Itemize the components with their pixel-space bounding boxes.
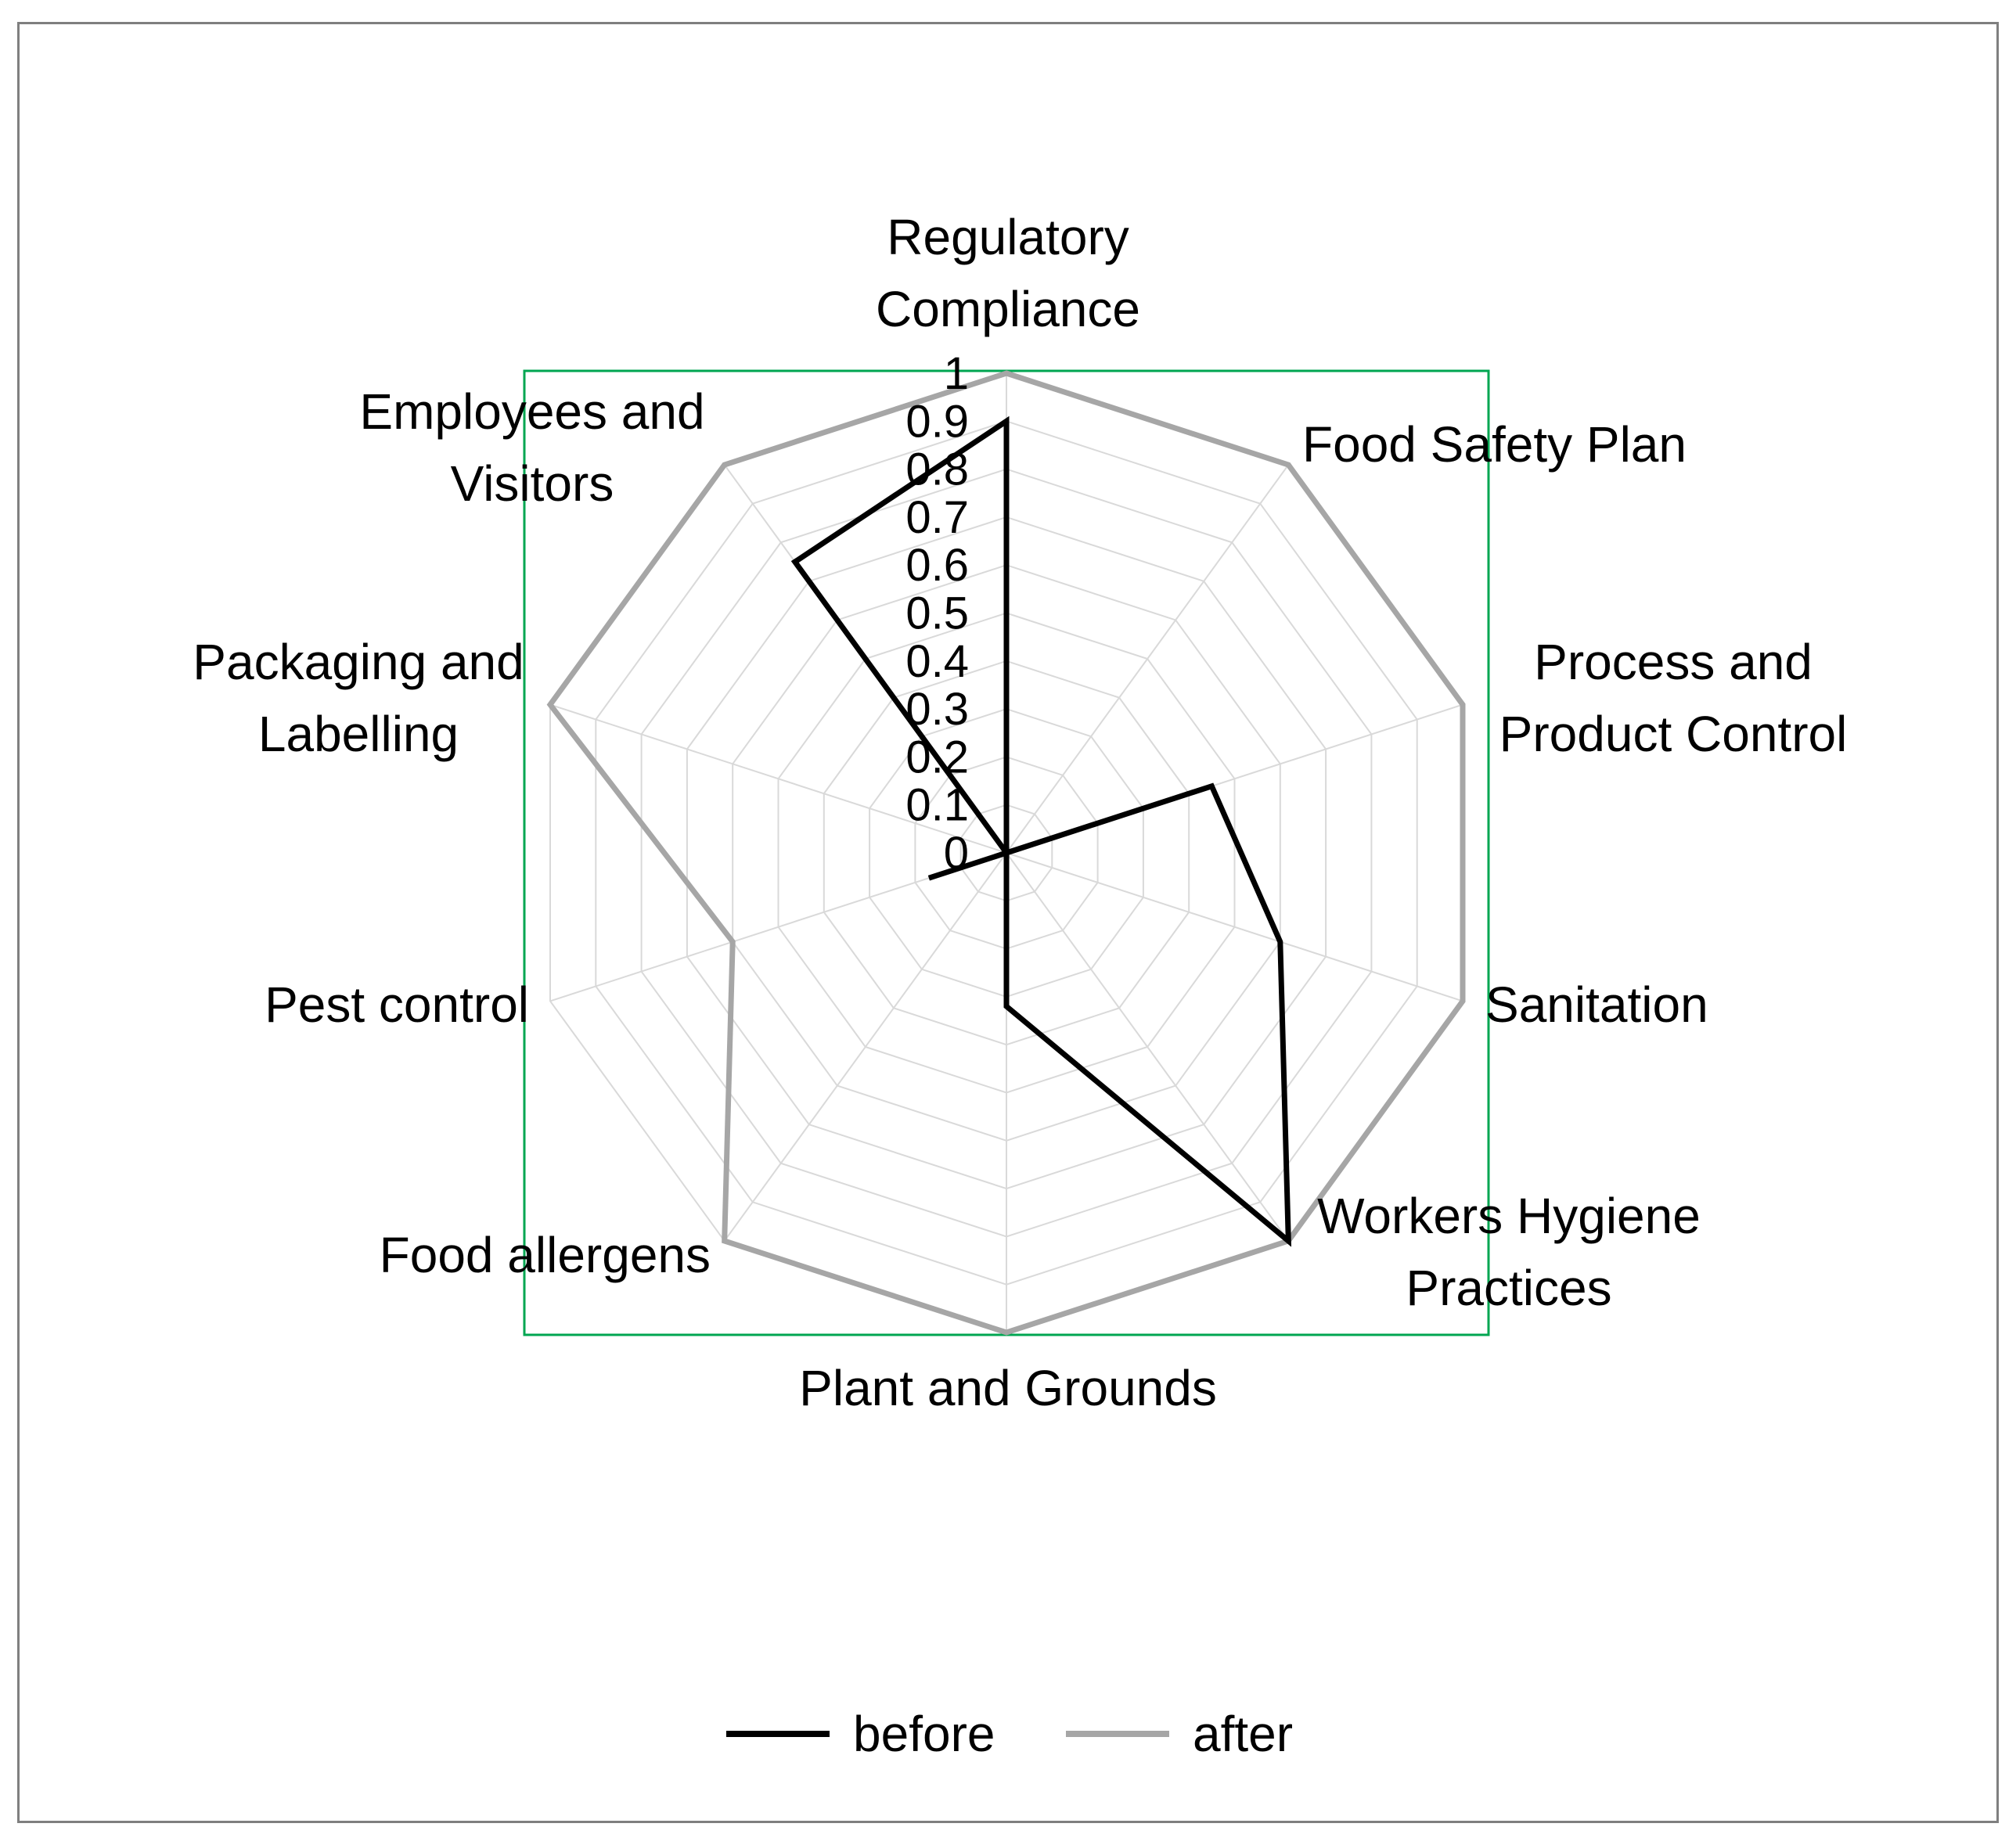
radial-tick-label: 1 <box>944 348 969 399</box>
category-label: Pest control <box>265 976 529 1033</box>
radial-tick-label: 0.4 <box>905 636 969 687</box>
category-label-line: Packaging and <box>193 634 524 690</box>
grid-spoke <box>1006 852 1290 1242</box>
category-label: Plant and Grounds <box>799 1360 1217 1416</box>
category-label-line: Employees and <box>359 383 704 440</box>
series-line-before <box>790 415 1292 1247</box>
category-label-line: Labelling <box>258 706 459 762</box>
radial-tick-label: 0.6 <box>905 540 969 591</box>
radial-tick-label: 0.7 <box>905 492 969 543</box>
radial-tick-label: 0 <box>944 828 969 879</box>
category-label: Food Safety Plan <box>1302 416 1687 473</box>
series-line-after <box>546 370 1466 1336</box>
radial-tick-label: 0.5 <box>905 588 969 639</box>
category-label: Sanitation <box>1485 976 1708 1033</box>
radial-tick-label: 0.9 <box>905 396 969 447</box>
category-label: Food allergens <box>380 1227 711 1283</box>
category-label-line: Sanitation <box>1485 976 1708 1033</box>
category-label-line: Regulatory <box>887 209 1129 265</box>
legend-label-after: after <box>1193 1706 1293 1762</box>
grid-spoke <box>549 703 1007 854</box>
category-label-line: Workers Hygiene <box>1317 1188 1701 1244</box>
legend-label-before: before <box>853 1706 995 1762</box>
grid-spoke <box>1006 852 1463 1002</box>
grid-spoke <box>723 852 1007 1242</box>
radial-tick-label: 0.3 <box>905 684 969 735</box>
category-label-line: Compliance <box>876 281 1140 337</box>
radial-tick-label: 0.8 <box>905 444 969 495</box>
category-label-line: Plant and Grounds <box>799 1360 1217 1416</box>
category-label-line: Practices <box>1406 1260 1611 1316</box>
radial-tick-label: 0.1 <box>905 780 969 831</box>
category-label-line: Visitors <box>451 455 614 512</box>
category-label-line: Food Safety Plan <box>1302 416 1687 473</box>
category-label-line: Product Control <box>1499 706 1848 762</box>
radial-tick-label: 0.2 <box>905 732 969 782</box>
category-label-line: Food allergens <box>380 1227 711 1283</box>
category-label-line: Process and <box>1534 634 1813 690</box>
radial-tick-labels: 00.10.20.30.40.50.60.70.80.91 <box>905 348 969 879</box>
series-layer <box>546 370 1466 1336</box>
grid-spoke <box>1006 464 1290 854</box>
legend: before after <box>726 1706 1293 1762</box>
category-label-line: Pest control <box>265 976 529 1033</box>
